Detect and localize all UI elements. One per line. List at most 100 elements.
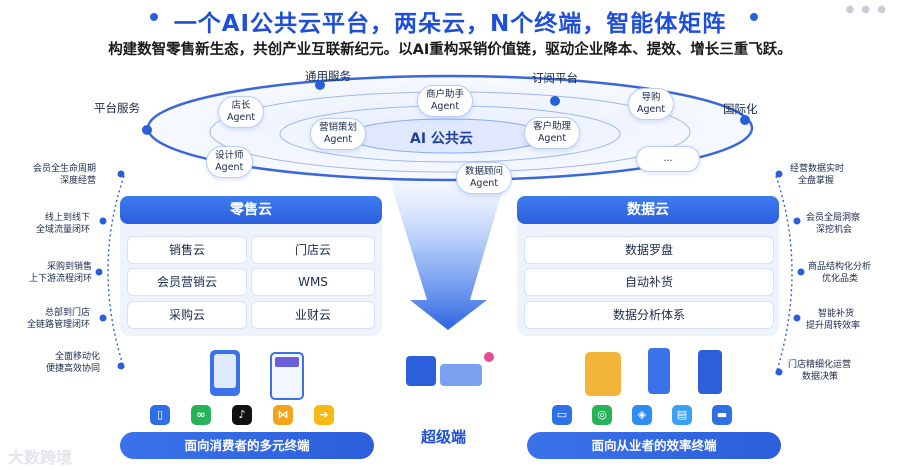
agent-shopping-guide[interactable]: 导购 Agent — [628, 88, 675, 120]
monitor-app-icon[interactable]: ▬ — [712, 405, 732, 425]
point-line2: 数据决策 — [802, 371, 839, 382]
wechat-miniprogram-icon[interactable]: ∞ — [191, 405, 211, 425]
ai-public-cloud-label: AI 公共云 — [410, 131, 473, 147]
point-line1: 总部到门店 — [44, 308, 90, 318]
retail-item-finance[interactable]: 业财云 — [251, 301, 375, 329]
douyin-icon[interactable]: ♪ — [232, 405, 252, 425]
left-point-5: 全面移动化 便捷高效协同 — [8, 352, 100, 375]
point-line1: 智能补货 — [818, 309, 855, 319]
agent-name: 店长 — [231, 100, 251, 111]
agent-suffix: Agent — [430, 101, 460, 112]
point-line2: 便捷高效协同 — [45, 363, 100, 374]
ring-label-general: 通用服务 — [305, 69, 351, 83]
agent-marketing[interactable]: 营销策划 Agent — [310, 118, 367, 150]
funnel-arrow — [385, 165, 510, 330]
agent-designer[interactable]: 设计师 Agent — [206, 146, 253, 178]
agent-suffix: Agent — [215, 162, 244, 173]
agent-suffix: Agent — [537, 133, 567, 144]
consumer-terminal-bar: 面向消费者的多元终端 — [120, 432, 374, 459]
ring-label-subscription: 订阅平台 — [532, 71, 578, 85]
right-point-4: 智能补货 提升周转效率 — [806, 309, 860, 332]
shop-phone-illustration — [270, 352, 304, 400]
agent-name: 数据顾问 — [465, 166, 504, 177]
agent-name: 设计师 — [215, 150, 244, 161]
data-item-replenish[interactable]: 自动补货 — [524, 268, 774, 296]
left-arc — [107, 175, 125, 369]
point-line1: 全面移动化 — [54, 352, 100, 362]
pos-app-icon[interactable]: ▭ — [552, 405, 572, 425]
agent-name: ... — [663, 153, 673, 164]
agent-data-advisor[interactable]: 数据顾问 Agent — [456, 162, 513, 194]
page-subtitle: 构建数智零售新生态，共创产业互联新纪元。以AI重构采销价值链，驱动企业降本、提效… — [108, 42, 792, 58]
point-line2: 深挖机会 — [816, 224, 853, 235]
ding-icon[interactable]: ◈ — [632, 405, 652, 425]
agent-name: 商户助手 — [426, 89, 465, 100]
retail-item-store[interactable]: 门店云 — [251, 236, 375, 264]
retail-item-wms[interactable]: WMS — [251, 268, 375, 296]
right-arc — [775, 175, 793, 375]
consumer-phone-illustration — [210, 350, 240, 396]
retail-item-member[interactable]: 会员营销云 — [127, 268, 247, 296]
right-point-2: 会员全局洞察 深挖机会 — [806, 213, 860, 236]
title-dot-left — [150, 13, 164, 21]
point-line2: 全盘掌握 — [798, 175, 835, 186]
data-item-compass[interactable]: 数据罗盘 — [524, 236, 774, 264]
left-point-4: 总部到门店 全链路管理闭环 — [8, 308, 90, 331]
right-point-5: 门店精细化运营 数据决策 — [788, 360, 851, 383]
point-line1: 经营数据实时 — [790, 164, 845, 174]
super-terminal-label: 超级端 — [421, 428, 467, 446]
point-line2: 优化品类 — [822, 273, 859, 284]
staff-device-illustration — [585, 352, 621, 396]
point-line2: 提升周转效率 — [806, 320, 861, 331]
agent-more[interactable]: ... — [636, 146, 700, 172]
point-line1: 采购到销售 — [46, 262, 92, 272]
point-line2: 全链路管理闭环 — [26, 319, 90, 330]
agent-merchant-assistant[interactable]: 商户助手 Agent — [417, 85, 474, 117]
point-line2: 上下游流程闭环 — [28, 273, 92, 284]
point-line1: 商品结构化分析 — [808, 262, 872, 272]
left-point-3: 采购到销售 上下游流程闭环 — [8, 262, 92, 285]
agent-suffix: Agent — [227, 112, 256, 123]
more-dots-icon: ● ● ● — [845, 4, 888, 15]
point-line1: 会员全生命周期 — [32, 164, 96, 174]
butterfly-app-icon[interactable]: ⋈ — [273, 405, 293, 425]
retail-item-sales[interactable]: 销售云 — [127, 236, 247, 264]
page-title: 一个AI公共云平台，两朵云，N个终端，智能体矩阵 — [173, 11, 727, 37]
phone-app-icon[interactable]: ▯ — [150, 405, 170, 425]
right-point-1: 经营数据实时 全盘掌握 — [790, 164, 844, 187]
retail-item-purchase[interactable]: 采购云 — [127, 301, 247, 329]
staff-phone-illustration — [648, 348, 670, 394]
point-line1: 门店精细化运营 — [788, 360, 852, 370]
agent-name: 导购 — [641, 92, 661, 103]
agent-name: 营销策划 — [319, 122, 358, 133]
left-point-1: 会员全生命周期 深度经营 — [8, 164, 96, 187]
staff-terminal-bar: 面向从业者的效率终端 — [527, 432, 781, 459]
point-line2: 全域流量闭环 — [35, 224, 90, 235]
left-point-2: 线上到线下 全域流量闭环 — [8, 213, 90, 236]
staff-scanner-illustration — [698, 350, 722, 394]
point-line2: 深度经营 — [59, 175, 96, 186]
point-line1: 线上到线下 — [44, 213, 90, 223]
super-terminal-illustration — [400, 346, 500, 406]
consumer-app-row: ▯ ∞ ♪ ⋈ ➜ — [150, 405, 334, 425]
agent-suffix: Agent — [323, 134, 353, 145]
point-line1: 会员全局洞察 — [806, 213, 861, 223]
agent-name: 客户助理 — [533, 121, 572, 132]
agent-store-manager[interactable]: 店长 Agent — [218, 96, 265, 128]
agent-suffix: Agent — [469, 178, 499, 189]
data-item-analysis[interactable]: 数据分析体系 — [524, 301, 774, 329]
tablet-app-icon[interactable]: ▤ — [672, 405, 692, 425]
data-cloud-title: 数据云 — [517, 196, 779, 224]
retail-cloud-title: 零售云 — [120, 196, 382, 224]
watermark: 大数跨境 — [8, 448, 73, 467]
title-dot-right — [750, 13, 764, 21]
staff-app-row: ▭ ◎ ◈ ▤ ▬ — [552, 405, 732, 425]
ring-label-platform: 平台服务 — [94, 101, 140, 115]
agent-customer-assistant[interactable]: 客户助理 Agent — [524, 117, 581, 149]
agent-suffix: Agent — [637, 104, 666, 115]
right-point-3: 商品结构化分析 优化品类 — [808, 262, 871, 285]
meituan-icon[interactable]: ➜ — [314, 405, 334, 425]
ring-label-international: 国际化 — [723, 102, 758, 116]
wechat-work-icon[interactable]: ◎ — [592, 405, 612, 425]
